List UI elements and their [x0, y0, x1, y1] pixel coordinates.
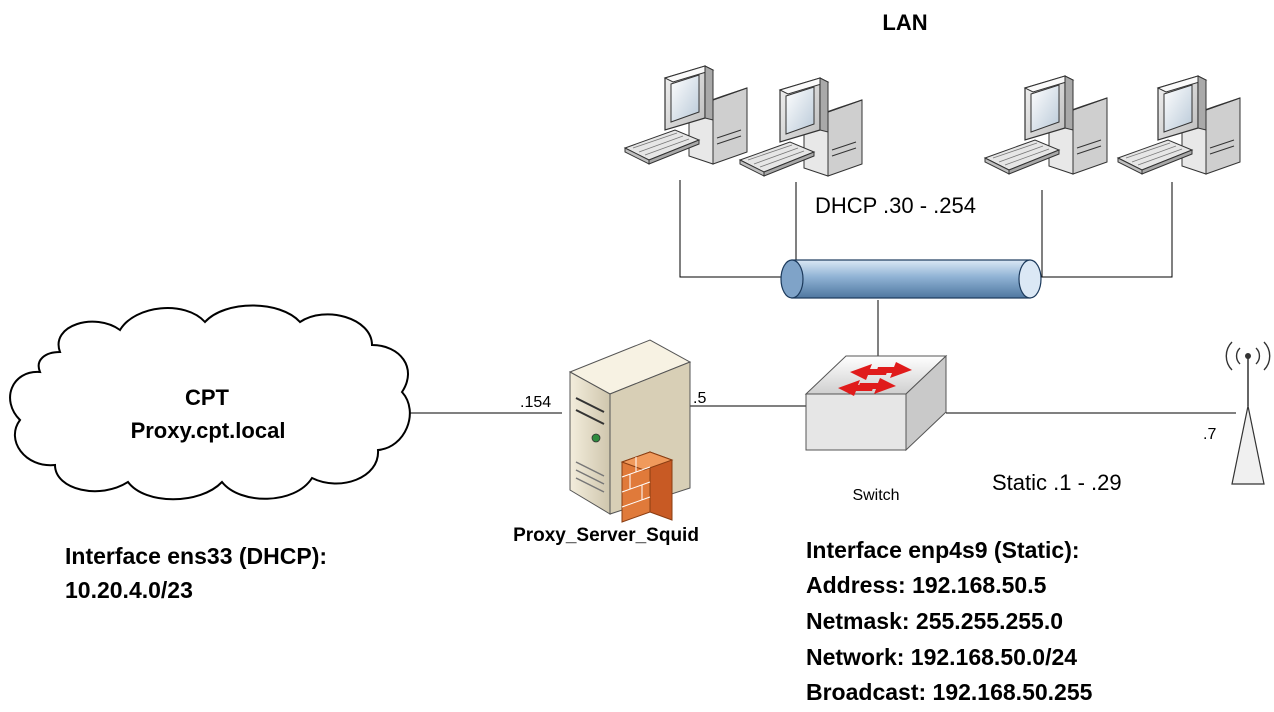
- lan-pc-2-icon: [739, 77, 863, 177]
- switch-icon: [804, 354, 948, 452]
- proxy-left-address: .154: [520, 394, 551, 411]
- cloud-label-proxy: Proxy.cpt.local: [131, 418, 286, 443]
- cloud-icon: [9, 304, 411, 501]
- dhcp-range-label: DHCP .30 - .254: [815, 193, 976, 218]
- wireless-address: .7: [1203, 426, 1216, 443]
- cloud-label-cpt: CPT: [185, 385, 230, 410]
- lan-bus: [780, 259, 1042, 299]
- connection-lines: [405, 180, 1236, 414]
- lan-pc-3-icon: [984, 75, 1108, 175]
- wireless-ap-icon: [1225, 341, 1271, 485]
- static-range-label: Static .1 - .29: [992, 470, 1122, 495]
- lan-interface-network: Network: 192.168.50.0/24: [806, 644, 1077, 670]
- lan-interface-title: Interface enp4s9 (Static):: [806, 537, 1080, 563]
- lan-interface-broadcast: Broadcast: 192.168.50.255: [806, 679, 1093, 705]
- firewall-icon: [620, 451, 674, 523]
- lan-title: LAN: [882, 10, 927, 35]
- switch-label: Switch: [852, 487, 899, 504]
- proxy-right-address: .5: [693, 390, 706, 407]
- lan-pc-1-icon: [624, 65, 748, 165]
- proxy-server-label: Proxy_Server_Squid: [513, 525, 699, 546]
- lan-pc-4-icon: [1117, 75, 1241, 175]
- lan-interface-netmask: Netmask: 255.255.255.0: [806, 608, 1063, 634]
- wan-interface-title: Interface ens33 (DHCP):: [65, 543, 327, 569]
- wan-interface-network: 10.20.4.0/23: [65, 577, 193, 603]
- lan-interface-address: Address: 192.168.50.5: [806, 572, 1047, 598]
